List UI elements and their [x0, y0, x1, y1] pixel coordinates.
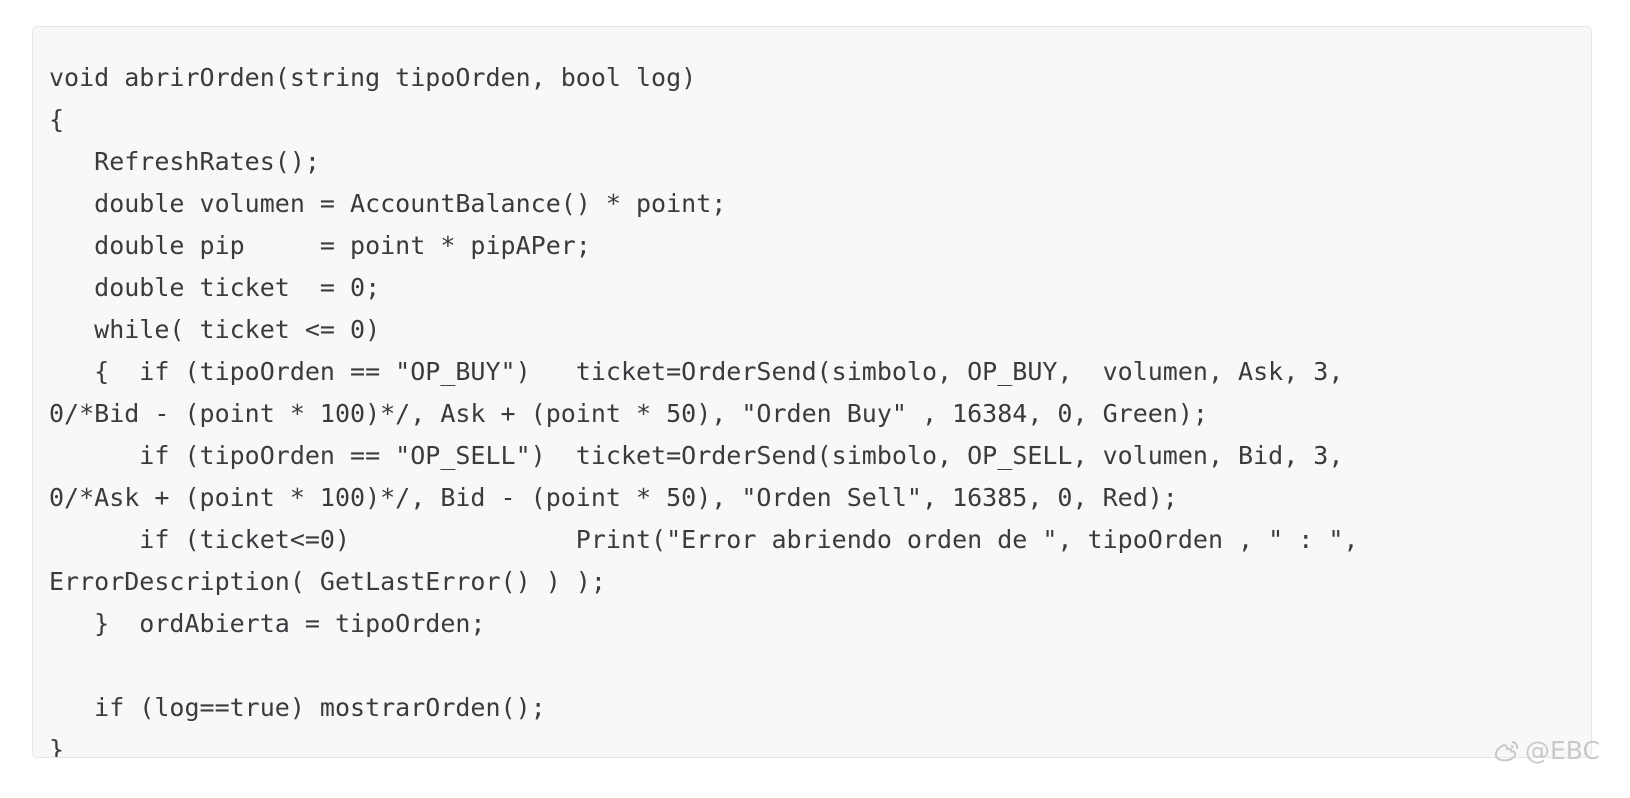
code-line: if (ticket<=0) Print("Error abriendo ord… — [49, 525, 1359, 554]
code-line: { — [49, 105, 65, 134]
watermark: @EBC — [1493, 736, 1600, 766]
code-line: RefreshRates(); — [49, 147, 320, 176]
code-line: if (tipoOrden == "OP_SELL") ticket=Order… — [49, 441, 1344, 470]
code-line: 0/*Bid - (point * 100)*/, Ask + (point *… — [49, 399, 1208, 428]
code-line: } ordAbierta = tipoOrden; — [49, 609, 486, 638]
code-line: while( ticket <= 0) — [49, 315, 381, 344]
code-line: double pip = point * pipAPer; — [49, 231, 591, 260]
code-line: void abrirOrden(string tipoOrden, bool l… — [49, 63, 697, 92]
code-line: { if (tipoOrden == "OP_BUY") ticket=Orde… — [49, 357, 1344, 386]
watermark-text: @EBC — [1525, 736, 1600, 765]
code-line: ErrorDescription( GetLastError() ) ); — [49, 567, 606, 596]
code-line: double volumen = AccountBalance() * poin… — [49, 189, 727, 218]
code-line: double ticket = 0; — [49, 273, 381, 302]
weibo-logo-icon — [1493, 739, 1521, 763]
code-line — [49, 645, 1591, 687]
code-block: void abrirOrden(string tipoOrden, bool l… — [32, 26, 1592, 758]
code-line: } — [49, 735, 65, 758]
code-line: if (log==true) mostrarOrden(); — [49, 693, 546, 722]
code-line: 0/*Ask + (point * 100)*/, Bid - (point *… — [49, 483, 1178, 512]
